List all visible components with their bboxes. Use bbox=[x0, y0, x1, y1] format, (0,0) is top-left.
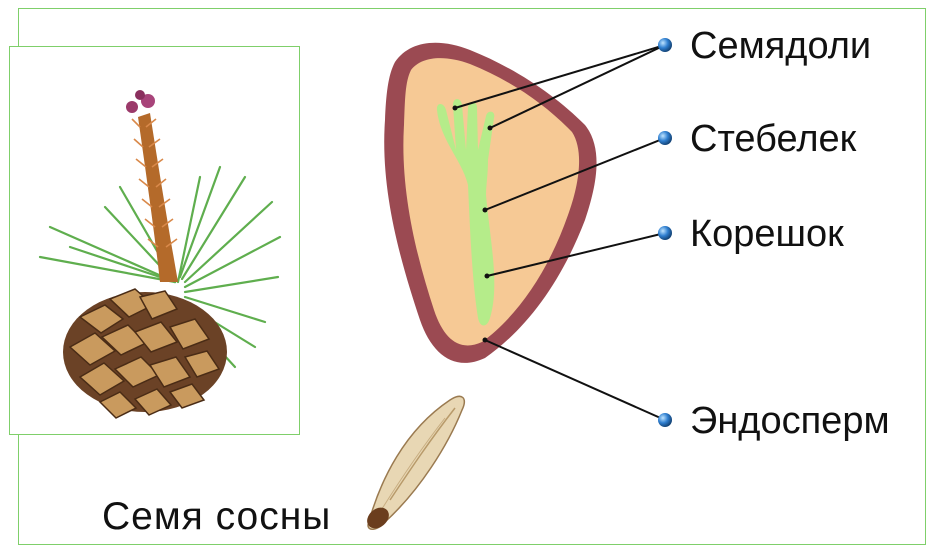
caption-pine-seed: Семя сосны bbox=[102, 497, 331, 536]
label-stem: Стебелек bbox=[690, 120, 856, 158]
label-endosperm: Эндосперм bbox=[690, 402, 890, 440]
marker-dot-cotyledons bbox=[658, 38, 672, 52]
marker-dot-stem bbox=[658, 131, 672, 145]
marker-dot-endosperm bbox=[658, 413, 672, 427]
pine-seed-illustration bbox=[363, 396, 464, 532]
label-cotyledons: Семядоли bbox=[690, 27, 871, 65]
marker-dot-root bbox=[658, 226, 672, 240]
label-root: Корешок bbox=[690, 215, 844, 253]
